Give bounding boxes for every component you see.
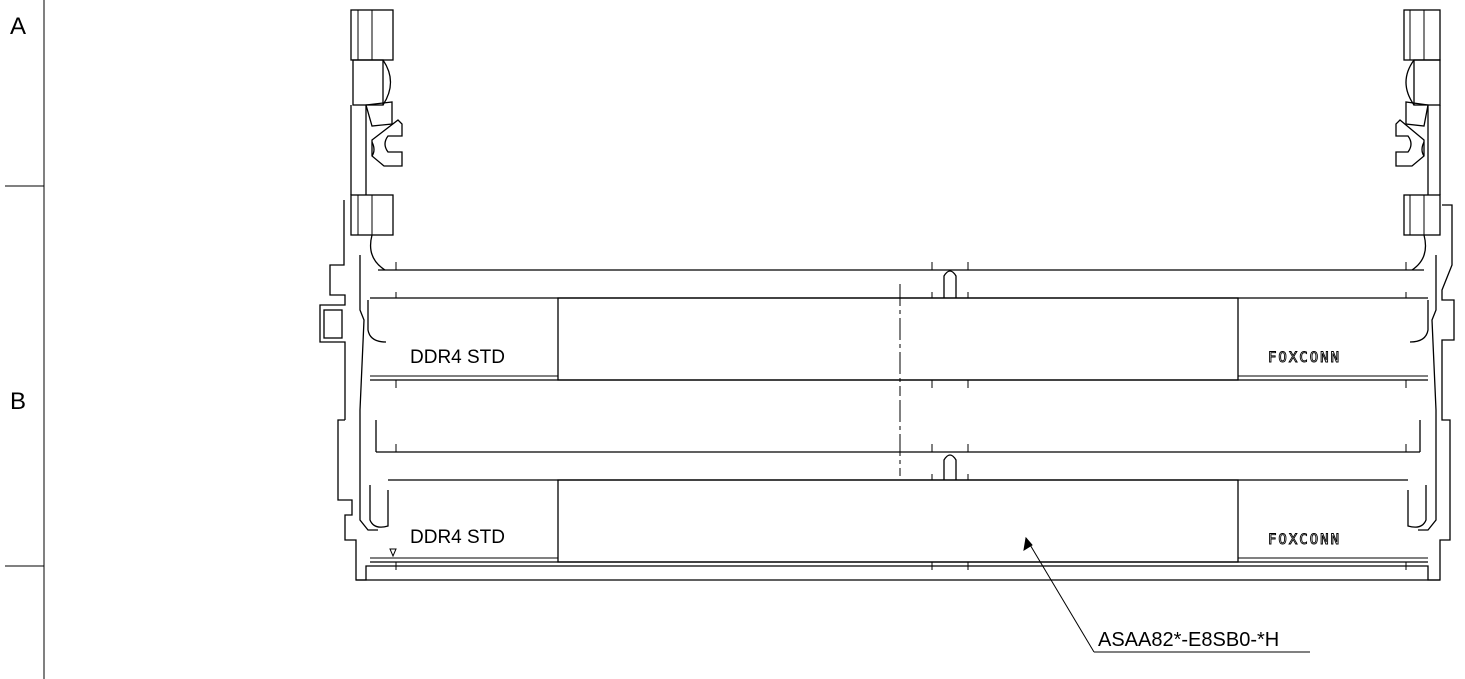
upper-slot: DDR4 STD FOXCONN: [370, 262, 1428, 396]
right-latch: [1395, 9, 1455, 581]
brand-logo-upper: FOXCONN: [1268, 350, 1341, 366]
left-latch: [319, 9, 403, 581]
brand-logo-lower: FOXCONN: [1268, 532, 1341, 548]
part-number-label: ASAA82*-E8SB0-*H: [1098, 629, 1279, 651]
slot-label-upper: DDR4 STD: [410, 347, 505, 368]
lower-slot: DDR4 STD FOXCONN: [370, 400, 1428, 570]
housing-base: [356, 565, 1440, 581]
zone-label-b: B: [10, 388, 26, 415]
part-callout: ASAA82*-E8SB0-*H: [1023, 536, 1310, 653]
zone-border: A B: [5, 0, 45, 679]
slot-label-lower: DDR4 STD: [410, 527, 505, 548]
zone-label-a: A: [10, 13, 26, 40]
